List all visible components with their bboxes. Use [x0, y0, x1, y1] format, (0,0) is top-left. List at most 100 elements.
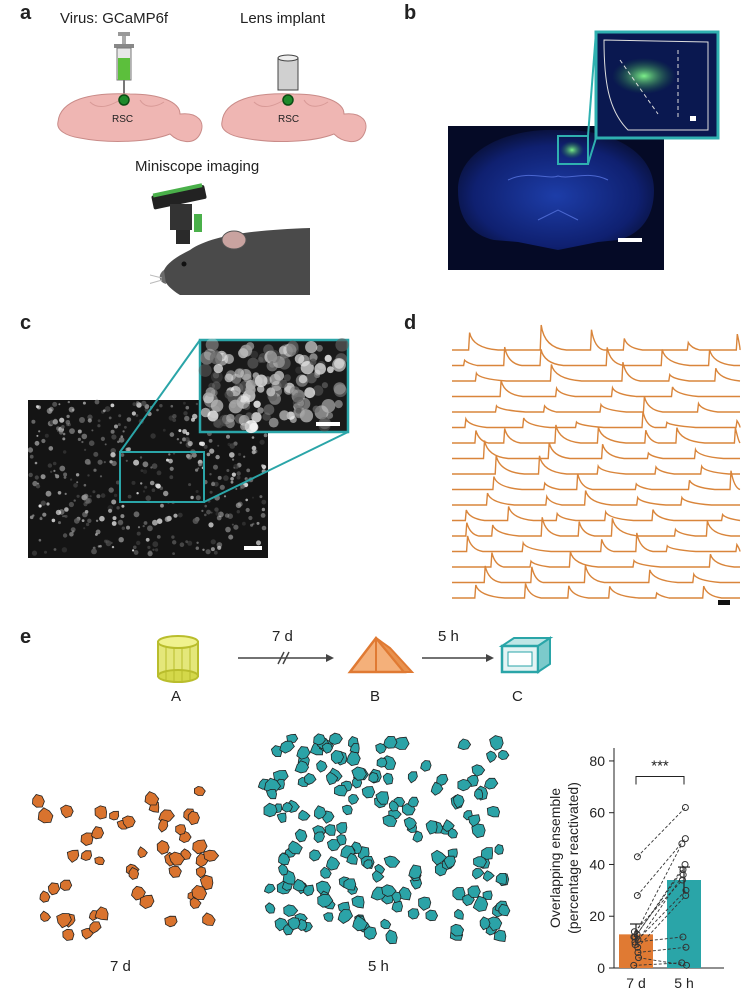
neuron-spot-zoom — [205, 387, 216, 398]
neuron-spot — [34, 440, 40, 446]
cell-footprint — [493, 929, 507, 942]
neuron-spot — [73, 499, 76, 502]
neuron-spot — [208, 522, 214, 528]
neuron-spot — [73, 483, 78, 488]
neuron-spot — [69, 428, 75, 434]
neuron-spot — [95, 519, 99, 522]
neuron-spot — [195, 402, 199, 406]
neuron-spot-zoom — [295, 407, 302, 414]
neuron-spot — [61, 547, 68, 553]
neuron-spot — [97, 424, 101, 428]
neuron-spot — [210, 547, 215, 552]
neuron-spot — [58, 521, 61, 525]
cell-footprint — [320, 866, 332, 879]
neuron-spot — [116, 506, 120, 510]
neuron-spot — [242, 521, 246, 526]
neuron-spot-zoom — [263, 404, 275, 416]
cell-footprint — [191, 884, 208, 901]
cell-footprint — [390, 891, 402, 904]
neuron-spot — [251, 445, 257, 451]
cell-map-5h — [257, 732, 511, 945]
neuron-spot — [182, 429, 188, 434]
neuron-spot — [173, 513, 178, 518]
panel-label-e: e — [20, 626, 32, 648]
neuron-spot — [68, 501, 74, 508]
neuron-spot — [168, 415, 174, 421]
neuron-spot-zoom — [279, 379, 288, 389]
cell-footprint — [407, 908, 420, 920]
neuron-spot — [172, 540, 177, 545]
cell-footprint — [361, 786, 376, 799]
bar-1 — [667, 880, 701, 968]
neuron-spot-zoom — [305, 341, 318, 354]
cell-footprint — [109, 810, 120, 821]
neuron-spot-zoom — [253, 400, 261, 408]
neuron-spot — [108, 508, 113, 513]
calcium-trace — [452, 583, 740, 599]
panel-label-a: a — [20, 2, 32, 24]
neuron-spot — [29, 454, 34, 459]
neuron-spot — [53, 548, 57, 551]
paired-line — [634, 874, 684, 945]
neuron-spot — [149, 480, 155, 486]
neuron-spot — [77, 429, 82, 434]
neuron-spot — [250, 523, 254, 527]
paired-line — [636, 864, 686, 935]
neuron-spot — [156, 518, 163, 524]
neuron-spot — [100, 436, 105, 441]
neuron-spot — [140, 482, 143, 485]
cell-footprint — [468, 814, 481, 828]
neuron-spot — [217, 475, 222, 480]
neuron-spot-zoom — [298, 375, 308, 384]
neuron-spot — [238, 452, 242, 456]
neuron-spot — [51, 518, 56, 523]
cell-footprint — [294, 828, 308, 843]
neuron-spot — [34, 461, 38, 465]
neuron-spot-zoom — [245, 384, 256, 396]
calcium-trace — [452, 506, 741, 522]
neuron-spot — [169, 475, 174, 480]
cell-footprint — [193, 785, 206, 796]
neuron-spot — [185, 405, 190, 410]
neuron-spot — [159, 404, 163, 408]
neuron-spot — [83, 502, 88, 507]
neuron-spot — [235, 502, 242, 509]
neuron-spot — [99, 475, 103, 478]
cell-footprint — [39, 910, 52, 922]
scale-bar-c-inset — [316, 422, 340, 426]
neuron-spot — [48, 406, 54, 412]
neuron-spot-zoom — [334, 400, 343, 409]
cell-footprint — [333, 784, 348, 797]
neuron-spot — [139, 456, 143, 459]
neuron-spot — [38, 504, 42, 508]
cell-footprint — [346, 751, 361, 767]
cell-footprint — [363, 859, 373, 870]
neuron-spot — [84, 458, 91, 465]
neuron-spot — [40, 474, 46, 480]
neuron-spot — [147, 551, 153, 557]
neuron-spot — [209, 473, 212, 476]
neuron-spot — [192, 518, 199, 524]
cell-footprint — [467, 885, 481, 898]
neuron-spot — [133, 545, 137, 550]
neuron-spot-zoom — [321, 382, 328, 389]
neuron-spot — [150, 466, 153, 469]
neuron-spot — [65, 420, 71, 425]
neuron-spot — [44, 550, 47, 554]
brain-section-image — [448, 30, 720, 270]
scale-bar-d — [718, 600, 730, 605]
cell-footprint — [454, 908, 464, 920]
neuron-spot — [156, 408, 159, 412]
cell-footprint — [484, 777, 499, 790]
neuron-spot — [236, 471, 241, 476]
neuron-spot — [136, 531, 141, 536]
cell-footprint — [203, 849, 220, 862]
cell-footprint — [294, 760, 310, 774]
neuron-spot — [215, 454, 220, 460]
neuron-spot — [110, 448, 116, 454]
neuron-spot-zoom — [300, 361, 314, 375]
paired-line — [637, 946, 687, 953]
neuron-spot — [187, 540, 193, 546]
data-point — [630, 961, 638, 969]
cell-footprint — [375, 791, 390, 805]
